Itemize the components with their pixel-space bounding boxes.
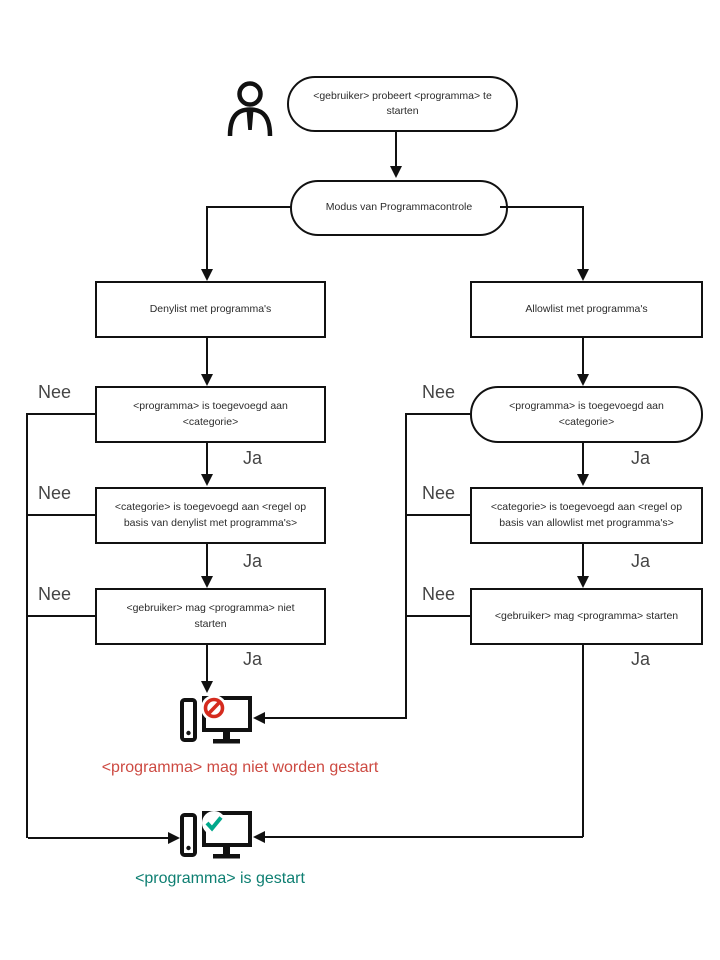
deny-program-in-category-node: <programma> is toegevoegd aan <categorie… xyxy=(95,386,326,443)
edge-deny-check1-to-check2 xyxy=(206,443,208,474)
arrowhead xyxy=(168,832,180,844)
edge-allow-check1-to-check2 xyxy=(582,443,584,474)
arrowhead xyxy=(253,831,265,843)
arrowhead xyxy=(201,374,213,386)
arrowhead xyxy=(201,269,213,281)
computer-started-icon xyxy=(180,811,252,859)
edge-denylist-to-check1 xyxy=(206,338,208,374)
user-icon xyxy=(227,81,273,136)
arrowhead xyxy=(201,681,213,693)
edge-allow-no-to-blocked xyxy=(265,717,407,719)
arrowhead xyxy=(577,576,589,588)
allow-no-rail xyxy=(405,413,407,719)
start-node: <gebruiker> probeert <programma> te star… xyxy=(287,76,518,132)
label-yes: Ja xyxy=(631,649,651,669)
label-no: Nee xyxy=(38,382,72,402)
deny-verdict-node: <gebruiker> mag <programma> niet starten xyxy=(95,588,326,645)
label-no: Nee xyxy=(38,483,72,503)
arrowhead xyxy=(201,474,213,486)
label-yes: Ja xyxy=(631,448,651,468)
computer-blocked-icon xyxy=(180,696,252,744)
allow-no-3 xyxy=(407,615,470,617)
deny-category-in-rule-node: <categorie> is toegevoegd aan <regel op … xyxy=(95,487,326,544)
started-caption: <programma> is gestart xyxy=(135,870,305,887)
allowlist-node: Allowlist met programma's xyxy=(470,281,703,338)
edge-mode-right xyxy=(500,206,584,208)
arrowhead xyxy=(577,474,589,486)
arrowhead xyxy=(201,576,213,588)
deny-no-3 xyxy=(26,615,95,617)
denylist-node: Denylist met programma's xyxy=(95,281,326,338)
edge-allow-check2-to-verdict xyxy=(582,544,584,576)
deny-no-2 xyxy=(26,514,95,516)
label-no: Nee xyxy=(422,382,456,402)
edge-deny-no-to-started xyxy=(28,837,168,839)
label-yes: Ja xyxy=(243,649,263,669)
edge-allow-verdict-to-started xyxy=(582,645,584,837)
arrowhead xyxy=(577,269,589,281)
allow-no-1 xyxy=(407,413,470,415)
edge-mode-left xyxy=(206,206,291,208)
edge-mode-to-allowlist xyxy=(582,206,584,269)
edge-deny-verdict-to-blocked xyxy=(206,645,208,681)
allow-category-in-rule-node: <categorie> is toegevoegd aan <regel op … xyxy=(470,487,703,544)
allow-no-2 xyxy=(407,514,470,516)
label-no: Nee xyxy=(422,483,456,503)
label-no: Nee xyxy=(422,584,456,604)
edge-start-to-mode xyxy=(395,132,397,166)
blocked-caption: <programma> mag niet worden gestart xyxy=(101,759,379,776)
arrowhead xyxy=(253,712,265,724)
edge-deny-check2-to-verdict xyxy=(206,544,208,576)
arrowhead xyxy=(390,166,402,178)
allow-program-in-category-node: <programma> is toegevoegd aan <categorie… xyxy=(470,386,703,443)
label-yes: Ja xyxy=(243,551,263,571)
deny-no-rail xyxy=(26,413,28,838)
allow-verdict-node: <gebruiker> mag <programma> starten xyxy=(470,588,703,645)
edge-allow-yes-to-started xyxy=(265,836,583,838)
mode-node: Modus van Programmacontrole xyxy=(290,180,508,236)
label-no: Nee xyxy=(38,584,72,604)
arrowhead xyxy=(577,374,589,386)
edge-mode-to-denylist xyxy=(206,206,208,269)
label-yes: Ja xyxy=(631,551,651,571)
label-yes: Ja xyxy=(243,448,263,468)
edge-allowlist-to-check1 xyxy=(582,338,584,374)
deny-no-1 xyxy=(26,413,95,415)
